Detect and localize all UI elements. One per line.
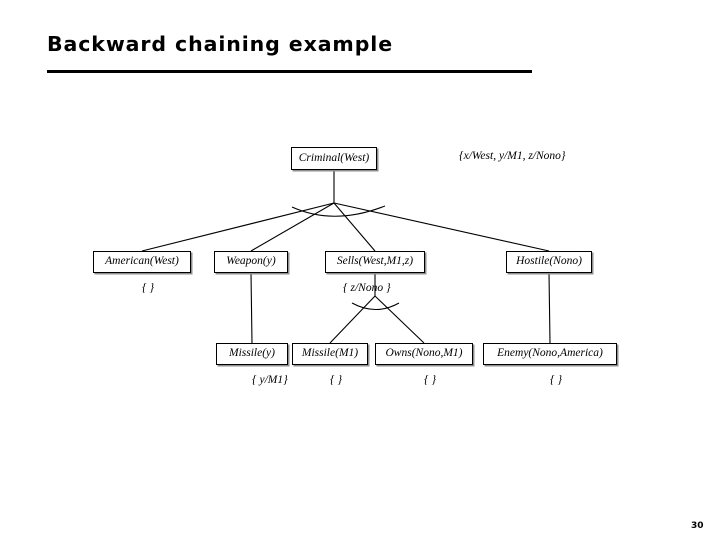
substitution-label-american: { } (142, 282, 155, 294)
substitution-label-missile_m: { } (330, 374, 343, 386)
substitution-label-missile_y: { y/M1} (252, 374, 288, 386)
substitution-label-owns: { } (424, 374, 437, 386)
substitution-label-enemy: { } (550, 374, 563, 386)
proof-node-enemy: Enemy(Nono,America) (483, 343, 617, 365)
edge-sells-to-missile_m (329, 295, 376, 344)
proof-node-label: Enemy(Nono,America) (497, 347, 603, 360)
edge-criminal-to-sells (333, 202, 376, 252)
proof-node-american: American(West) (93, 251, 191, 273)
and-connector-sells (351, 302, 400, 311)
proof-node-hostile: Hostile(Nono) (506, 251, 592, 273)
proof-node-label: Owns(Nono,M1) (385, 347, 463, 360)
proof-node-label: Missile(M1) (301, 347, 359, 360)
substitution-label-sells: { z/Nono } (343, 282, 391, 294)
edge-criminal-to-american (141, 202, 335, 252)
edge-weapon-to-missile_y (250, 272, 253, 344)
and-connector-criminal (291, 205, 386, 217)
proof-node-label: Criminal(West) (298, 151, 370, 164)
proof-node-label: Missile(y) (229, 347, 275, 360)
proof-node-label: Hostile(Nono) (516, 255, 582, 268)
proof-node-criminal: Criminal(West) (291, 147, 377, 170)
proof-node-missile_m: Missile(M1) (292, 343, 368, 365)
proof-node-label: Weapon(y) (226, 255, 276, 268)
proof-node-owns: Owns(Nono,M1) (375, 343, 473, 365)
title-divider (47, 70, 532, 73)
edge-sells-to-owns (374, 295, 425, 344)
proof-node-missile_y: Missile(y) (216, 343, 288, 365)
edge-criminal-to-hostile (333, 202, 550, 252)
edge-hostile-to-enemy (548, 272, 551, 344)
proof-node-label: American(West) (105, 255, 179, 268)
page-number: 30 (691, 521, 704, 531)
edge-criminal-to-weapon (250, 202, 335, 252)
proof-node-sells: Sells(West,M1,z) (325, 251, 425, 273)
proof-node-label: Sells(West,M1,z) (336, 255, 414, 268)
root-substitution-label: {x/West, y/M1, z/Nono} (459, 150, 566, 162)
page-title: Backward chaining example (47, 32, 393, 56)
proof-node-weapon: Weapon(y) (214, 251, 288, 273)
